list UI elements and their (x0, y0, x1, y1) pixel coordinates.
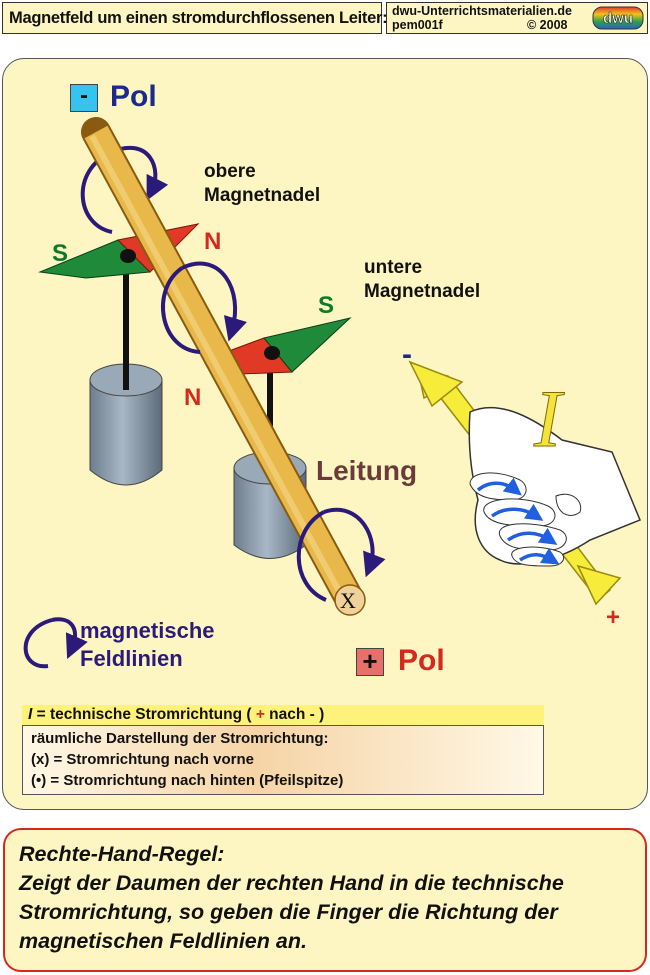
rule-text: Zeigt der Daumen der rechten Hand in die… (19, 871, 564, 953)
source-site: dwu-Unterrichtsmaterialien.de (392, 4, 572, 18)
material-code: pem001f (392, 18, 443, 32)
upper-needle-label: obere Magnetnadel (204, 161, 321, 206)
copyright: © 2008 (527, 18, 568, 32)
page-title: Magnetfeld um einen stromdurchflossenen … (2, 2, 388, 34)
current-line-symbol: I (28, 706, 33, 723)
legend-box: räumliche Darstellung der Stromrichtung:… (22, 725, 544, 795)
field-lines-label: magnetische Feldlinien (80, 618, 215, 671)
lower-field-arrow-icon (323, 507, 386, 578)
right-hand-illustration (408, 360, 641, 606)
plus-pole-label: Pol (398, 644, 445, 677)
current-symbol: I (533, 373, 562, 465)
current-direction-strip: I = technische Stromrichtung ( + nach - … (22, 705, 544, 725)
legend-field-arrow-icon (51, 617, 88, 659)
dwu-logo: dwu (592, 6, 644, 30)
current-line-end: nach - ) (264, 706, 325, 723)
current-line-text: = technische Stromrichtung ( (32, 706, 256, 723)
legend-line-2: (x) = Stromrichtung nach vorne (31, 751, 254, 768)
current-line-plus: + (255, 706, 265, 723)
left-stand (89, 258, 163, 486)
wire (81, 117, 366, 616)
rule-title: Rechte-Hand-Regel: (19, 842, 225, 866)
lower-n-pole: N (184, 384, 202, 411)
lower-needle-label: untere Magnetnadel (364, 257, 481, 302)
rule-box: Rechte-Hand-Regel: Zeigt der Daumen der … (3, 828, 647, 972)
cross-symbol: X (340, 588, 356, 613)
plus-pole-sign: + (356, 648, 384, 676)
minus-pole-label: Pol (110, 80, 157, 113)
middle-field-arrow-icon (181, 261, 247, 342)
lower-s-pole: S (318, 292, 335, 319)
wire-label: Leitung (316, 455, 418, 486)
minus-pole-sign: - (70, 84, 98, 112)
source-box: dwu-Unterrichtsmaterialien.de pem001f © … (386, 2, 648, 34)
header: Magnetfeld um einen stromdurchflossenen … (0, 0, 650, 36)
logo-text: dwu (603, 10, 633, 27)
hand-minus-sign: - (402, 338, 412, 371)
legend-line-1: räumliche Darstellung der Stromrichtung: (31, 730, 329, 747)
upper-n-pole: N (204, 228, 222, 255)
legend-line-3: (•) = Stromrichtung nach hinten (Pfeilsp… (31, 772, 344, 789)
upper-field-arrow-icon (111, 145, 169, 201)
upper-s-pole: S (52, 240, 69, 267)
hand-plus-sign: + (606, 604, 621, 631)
